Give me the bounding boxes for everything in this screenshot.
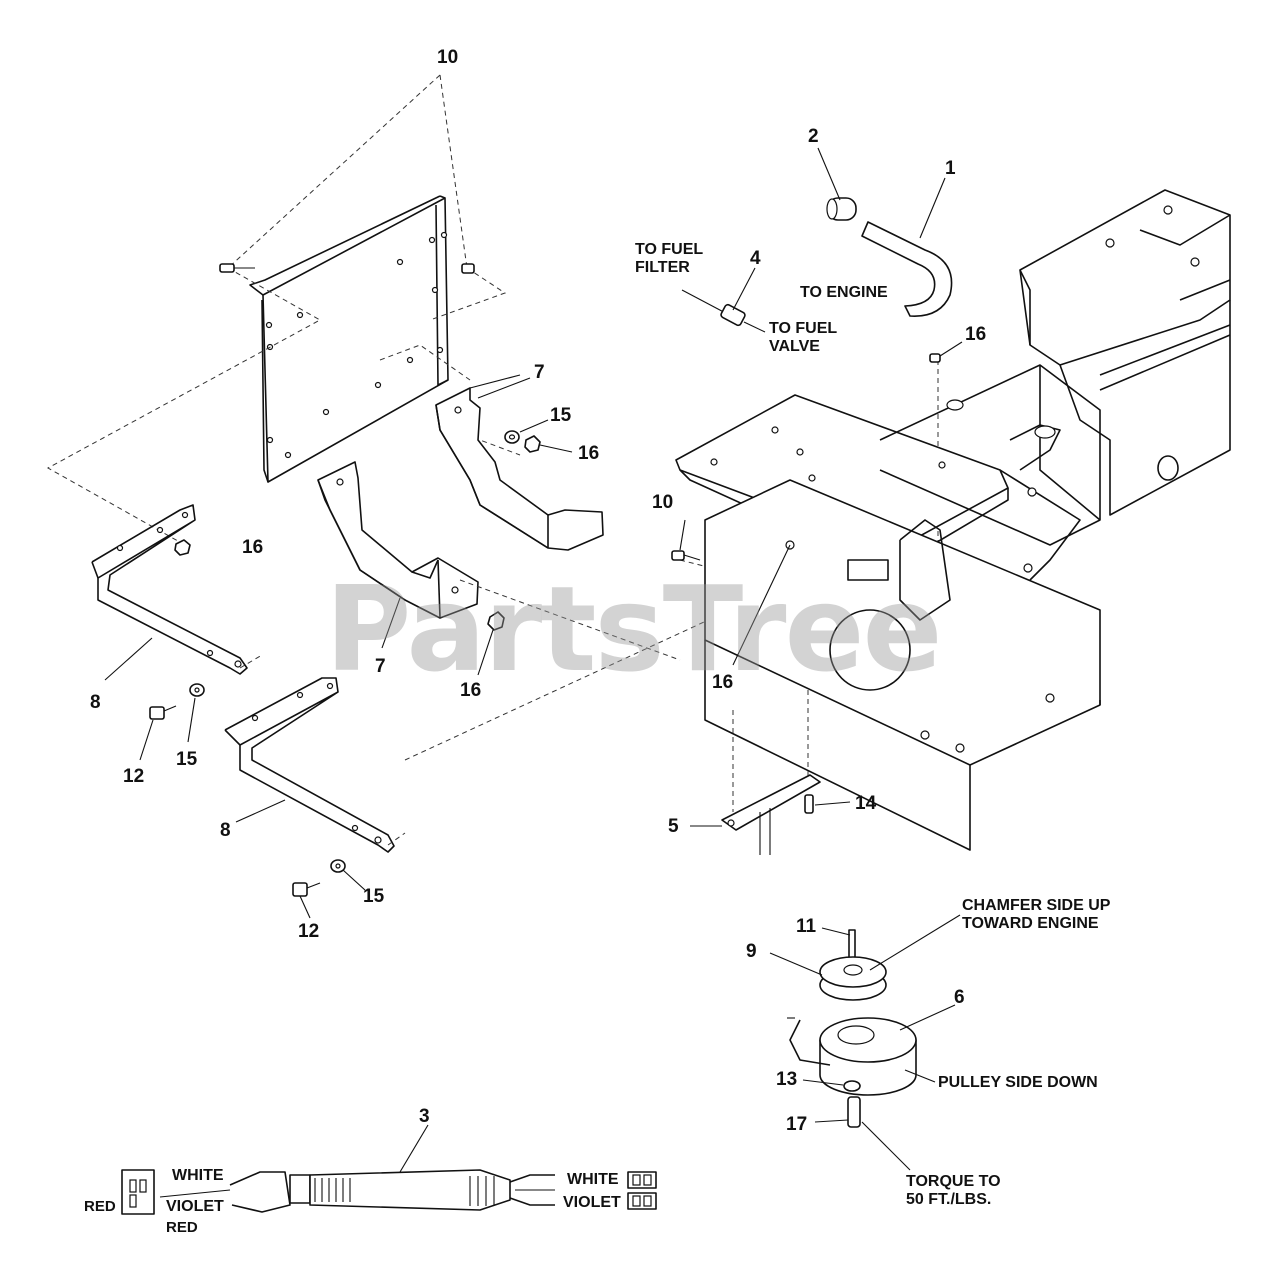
washer-13: [843, 1080, 861, 1092]
note-to-fuel-filter: TO FUEL FILTER: [635, 241, 703, 277]
harness-right-violet: VIOLET: [563, 1194, 621, 1211]
watermark: PartsTree: [325, 560, 943, 698]
bracket-5: [721, 690, 821, 855]
callout-4: 4: [750, 248, 761, 269]
callout-17: 17: [786, 1114, 808, 1135]
brace-8-lower: [224, 677, 395, 853]
callout-10-top: 10: [437, 47, 459, 68]
callout-15-brace-upper: 15: [176, 749, 198, 770]
clutch-6: [787, 1017, 917, 1096]
nut-16-lower: [487, 611, 505, 631]
note-torque-line2: 50 FT./LBS.: [906, 1190, 992, 1208]
bracket-7-upper: [435, 374, 604, 551]
callout-leaders: [104, 147, 963, 1198]
brace-leader: [239, 654, 263, 669]
callout-9: 9: [746, 941, 757, 962]
bolt-10-frame: [671, 550, 701, 561]
note-chamfer-line2: TOWARD ENGINE: [962, 914, 1099, 932]
callout-7-upper: 7: [534, 362, 545, 383]
bolt-12-lower: [292, 882, 321, 897]
callout-1: 1: [945, 158, 956, 179]
callout-14: 14: [855, 793, 877, 814]
callout-11: 11: [796, 916, 817, 937]
bolt-10-top-right: [461, 263, 475, 274]
callout-8-lower: 8: [220, 820, 231, 841]
note-torque: TORQUE TO 50 FT./LBS.: [906, 1173, 1001, 1209]
harness-left-red-below: RED: [166, 1219, 198, 1236]
bolt-12-upper: [149, 705, 177, 720]
callout-3: 3: [419, 1106, 430, 1127]
callout-16-left: 16: [242, 537, 264, 558]
nut-16-brace: [174, 539, 191, 556]
note-to-fuel-valve-line2: VALVE: [769, 337, 820, 355]
callout-6: 6: [954, 987, 965, 1008]
callout-16-lower: 16: [460, 680, 482, 701]
bracket-7-lower: [317, 461, 479, 619]
note-to-fuel-valve: TO FUEL VALVE: [769, 320, 837, 356]
washer-15-brace-upper: [189, 683, 205, 697]
callout-16-frame: 16: [965, 324, 987, 345]
callout-2: 2: [808, 126, 819, 147]
callout-15-upper: 15: [550, 405, 572, 426]
harness-left-violet: VIOLET: [166, 1198, 224, 1215]
bolt-10-top-left: [219, 263, 255, 273]
valve-4: [681, 289, 766, 333]
fitting-2: [826, 197, 857, 221]
callout-15-brace-lower: 15: [363, 886, 385, 907]
harness-left-red: RED: [84, 1198, 116, 1215]
note-to-fuel-filter-line1: TO FUEL: [635, 241, 704, 258]
note-chamfer: CHAMFER SIDE UP TOWARD ENGINE: [962, 897, 1110, 933]
harness-right-white: WHITE: [567, 1171, 619, 1188]
brace-8-upper: [91, 504, 248, 675]
washer-15-upper: [504, 430, 520, 444]
callout-12-upper: 12: [123, 766, 145, 787]
note-chamfer-line1: CHAMFER SIDE UP: [962, 897, 1111, 914]
callout-8-upper: 8: [90, 692, 101, 713]
harness-3: [121, 1169, 657, 1215]
callout-7-lower: 7: [375, 656, 386, 677]
note-to-engine: TO ENGINE: [800, 284, 888, 301]
bolt-17: [847, 1096, 861, 1128]
side-panel: [249, 195, 449, 483]
harness-left-white: WHITE: [172, 1167, 224, 1184]
screw-14: [804, 794, 814, 814]
fuel-hose-1: [861, 221, 953, 317]
callout-12-lower: 12: [298, 921, 320, 942]
nut-16-upper: [524, 435, 541, 453]
callout-10-frame: 10: [652, 492, 674, 513]
panel-leader-lines: [46, 74, 521, 546]
callout-16-upper: 16: [578, 443, 600, 464]
callout-13: 13: [776, 1069, 798, 1090]
brace-lower-leader: [387, 832, 406, 846]
bolt-16-frame-top: [929, 353, 941, 363]
note-pulley-side: PULLEY SIDE DOWN: [938, 1074, 1098, 1091]
callout-5: 5: [668, 816, 679, 837]
note-torque-line1: TORQUE TO: [906, 1173, 1001, 1190]
frame-assembly: [675, 189, 1231, 851]
pulley-9: [819, 956, 887, 1001]
note-to-fuel-filter-line2: FILTER: [635, 258, 690, 276]
washer-15-brace-lower: [330, 859, 346, 873]
note-to-fuel-valve-line1: TO FUEL: [769, 320, 838, 337]
callout-16-center: 16: [712, 672, 734, 693]
